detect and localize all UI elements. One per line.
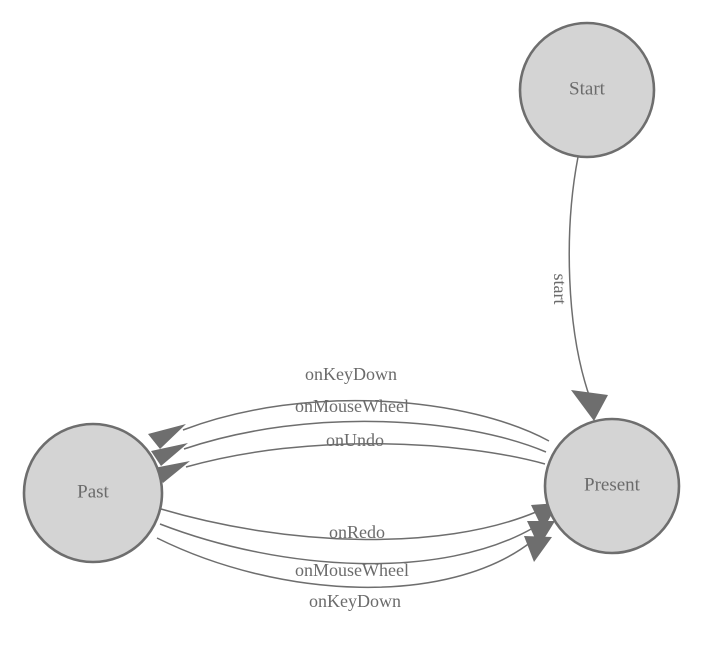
edge-start-to-present[interactable]: [568, 156, 608, 421]
edge-path-past-present-keydown: [156, 537, 532, 589]
node-start-label: Start: [569, 78, 606, 99]
node-past-circle[interactable]: [22, 422, 164, 564]
edge-path-present-past-keydown: [182, 399, 550, 442]
edge-label-start: start: [550, 274, 570, 305]
edge-label-present-past-undo: onUndo: [326, 430, 384, 450]
edge-arrowhead-start-present: [571, 390, 608, 421]
edge-label-present-past-mousewheel: onMouseWheel: [295, 396, 409, 416]
node-present-label: Present: [584, 474, 641, 495]
nodes-layer: Start Past Present: [22, 21, 681, 564]
edge-path-present-past-mousewheel: [183, 420, 547, 453]
edge-path-past-present-redo: [160, 508, 537, 541]
edge-present-to-past-mousewheel[interactable]: [151, 420, 547, 466]
node-present[interactable]: Present: [543, 417, 681, 555]
edge-past-to-present-keydown[interactable]: [156, 536, 552, 589]
edge-arrowhead-past-present-mousewheel: [527, 521, 555, 547]
edge-arrowhead-present-past-undo: [154, 461, 190, 483]
edge-label-past-present-keydown: onKeyDown: [309, 591, 401, 611]
edge-present-to-past-undo[interactable]: [154, 442, 546, 483]
edge-arrowhead-past-present-keydown: [524, 536, 552, 562]
edge-arrowhead-present-past-keydown: [148, 424, 186, 449]
edge-past-to-present-mousewheel[interactable]: [159, 521, 555, 565]
edge-path-present-past-undo: [185, 442, 546, 468]
edge-arrowhead-present-past-mousewheel: [151, 443, 188, 466]
edge-path-start-present: [568, 156, 591, 399]
node-past[interactable]: Past: [22, 422, 164, 564]
node-start-circle[interactable]: [518, 21, 656, 159]
node-present-circle[interactable]: [543, 417, 681, 555]
edge-label-past-present-mousewheel: onMouseWheel: [295, 560, 409, 580]
edge-present-to-past-keydown[interactable]: [148, 399, 550, 449]
edge-path-past-present-mousewheel: [159, 523, 534, 565]
node-past-label: Past: [77, 481, 109, 502]
edge-labels-layer: start onKeyDown onMouseWheel onUndo onRe…: [295, 274, 570, 612]
node-start[interactable]: Start: [518, 21, 656, 159]
edge-label-past-present-redo: onRedo: [329, 522, 385, 542]
edge-label-present-past-keydown: onKeyDown: [305, 364, 397, 384]
